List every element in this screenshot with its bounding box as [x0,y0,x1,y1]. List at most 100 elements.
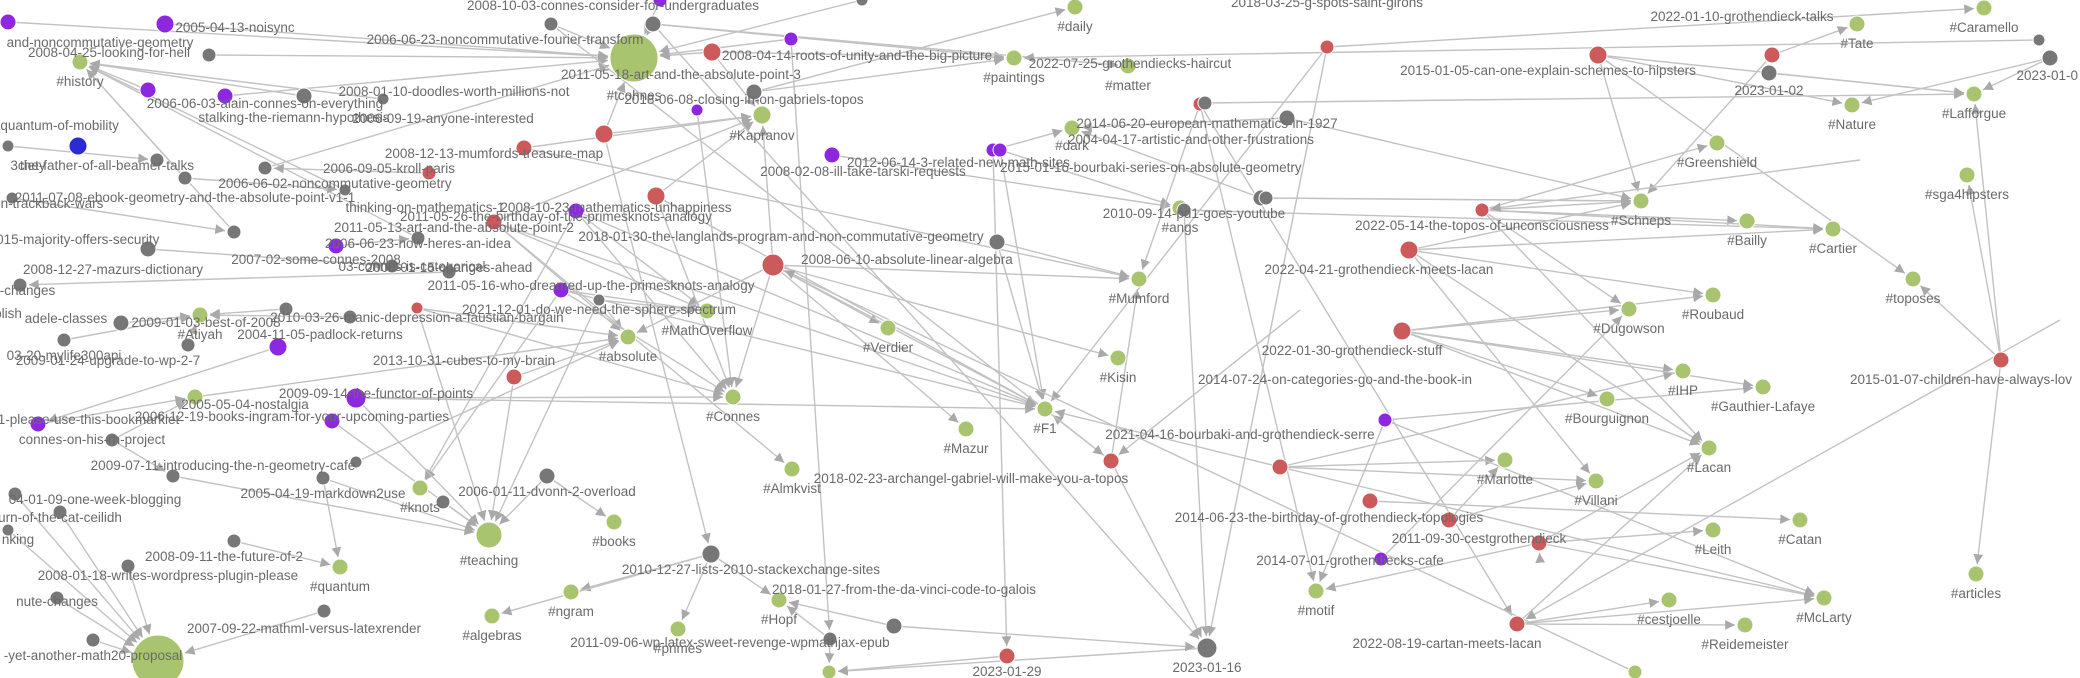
post-node[interactable] [226,533,242,549]
post-node[interactable] [701,544,721,564]
post-node[interactable] [1760,64,1778,82]
post-node[interactable] [112,314,130,332]
post-node[interactable] [1440,511,1458,529]
post-node[interactable] [435,494,451,510]
tag-node[interactable] [131,634,185,678]
tag-node[interactable] [1975,0,1993,17]
tag-node[interactable] [1674,362,1692,380]
post-node[interactable] [594,124,614,144]
post-node[interactable] [592,293,606,307]
tag-node[interactable] [1307,582,1325,600]
tag-node[interactable] [1965,85,1983,103]
post-node[interactable] [376,92,390,106]
post-node[interactable] [139,240,157,258]
post-node[interactable] [410,301,424,315]
post-node[interactable] [295,87,313,105]
post-node[interactable] [384,258,400,274]
tag-node[interactable] [1967,565,1985,583]
post-node[interactable] [485,213,503,231]
post-node[interactable] [1102,452,1120,470]
tag-node[interactable] [1738,212,1756,230]
post-node[interactable] [323,412,341,430]
post-node[interactable] [1399,240,1419,260]
post-node[interactable] [702,42,722,62]
tag-node[interactable] [1791,511,1809,529]
tag-node[interactable] [1063,119,1081,137]
post-node[interactable] [7,486,23,502]
post-node[interactable] [68,136,88,156]
post-node[interactable] [1319,39,1335,55]
post-node[interactable] [421,165,437,181]
post-node[interactable] [1197,95,1213,111]
tag-node[interactable] [821,664,837,678]
post-node[interactable] [1361,492,1379,510]
tag-node[interactable] [1736,616,1754,634]
post-node[interactable] [552,281,570,299]
tag-node[interactable] [1904,270,1922,288]
post-node[interactable] [855,0,869,7]
post-node[interactable] [998,647,1016,665]
tag-node[interactable] [609,33,659,83]
post-node[interactable] [1474,202,1490,218]
post-node[interactable] [652,0,668,8]
post-node[interactable] [1530,534,1548,552]
tag-node[interactable] [411,479,429,497]
tag-node[interactable] [752,105,772,125]
tag-node[interactable] [483,607,501,625]
post-node[interactable] [201,47,217,63]
tag-node[interactable] [1704,286,1722,304]
tag-node[interactable] [1130,270,1148,288]
tag-node[interactable] [619,328,637,346]
post-node[interactable] [988,233,1006,251]
tag-node[interactable] [1119,57,1137,75]
post-node[interactable] [327,237,345,255]
post-node[interactable] [278,301,294,317]
post-node[interactable] [216,87,234,105]
tag-node[interactable] [1598,390,1616,408]
post-node[interactable] [992,142,1008,158]
post-node[interactable] [56,332,72,348]
tag-node[interactable] [1848,15,1866,33]
post-node[interactable] [338,183,352,197]
post-node[interactable] [441,264,457,280]
tag-node[interactable] [331,558,349,576]
post-node[interactable] [29,415,47,433]
post-node[interactable] [226,224,242,240]
post-node[interactable] [1258,190,1274,206]
post-node[interactable] [1,523,15,537]
post-node[interactable] [1373,551,1389,567]
post-node[interactable] [543,16,559,32]
post-node[interactable] [646,186,666,206]
post-node[interactable] [165,468,181,484]
tag-node[interactable] [1496,451,1514,469]
tag-node[interactable] [1627,664,1643,678]
post-node[interactable] [5,191,19,205]
post-node[interactable] [515,139,533,157]
post-node[interactable] [783,31,799,47]
tag-node[interactable] [698,302,716,320]
tag-node[interactable] [783,460,801,478]
post-node[interactable] [149,152,165,168]
post-node[interactable] [315,470,331,486]
tag-node[interactable] [1587,472,1605,490]
post-node[interactable] [1176,202,1192,218]
post-node[interactable] [538,467,556,485]
tag-node[interactable] [1700,439,1718,457]
tag-node[interactable] [186,388,204,406]
post-node[interactable] [1763,46,1781,64]
post-node[interactable] [12,277,28,293]
post-node[interactable] [345,387,367,409]
post-node[interactable] [1271,458,1289,476]
tag-node[interactable] [1843,96,1861,114]
tag-node[interactable] [1754,378,1772,396]
post-node[interactable] [690,103,704,117]
post-node[interactable] [761,253,785,277]
tag-node[interactable] [191,306,209,324]
tag-node[interactable] [1632,192,1650,210]
post-node[interactable] [120,558,136,574]
post-node[interactable] [1,139,15,153]
tag-node[interactable] [879,319,897,337]
post-node[interactable] [822,631,838,647]
tag-node[interactable] [1824,220,1842,238]
